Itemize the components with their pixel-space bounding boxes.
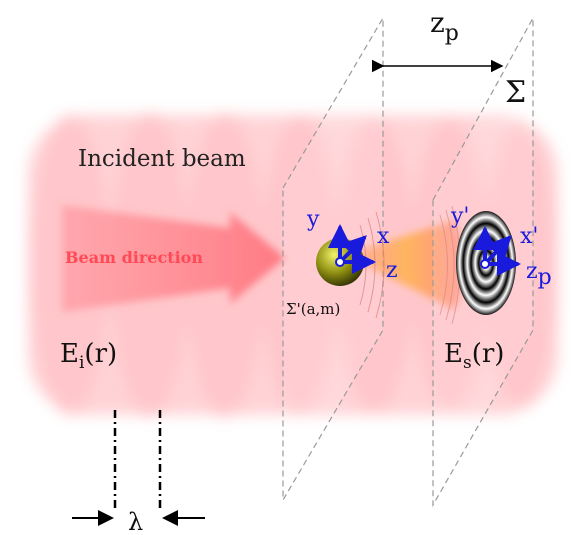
- distance-symbol: z: [430, 6, 445, 39]
- scattered-field-label: Es(r): [444, 339, 504, 373]
- scattered-field-symbol: E: [444, 339, 463, 369]
- distance-subscript: p: [445, 21, 459, 46]
- beam-direction-label: Beam direction: [65, 248, 203, 267]
- beam-direction-arrow: [62, 205, 285, 312]
- plane-axis-z-symbol: z: [526, 259, 538, 284]
- incident-field-label: Ei(r): [60, 339, 117, 373]
- plane-axis-z-subscript: p: [538, 265, 552, 290]
- wavelength-marker: [113, 410, 162, 510]
- particle-axis-z-label: z: [386, 258, 398, 283]
- particle-axis-y-label: y: [306, 207, 320, 232]
- particle-axis-x-label: x: [377, 224, 390, 249]
- scattered-field-cone: [345, 220, 470, 310]
- incident-field-symbol: E: [60, 339, 79, 369]
- plane-axis-z-label: zp: [526, 259, 552, 290]
- scattered-field-subscript: s: [463, 353, 472, 373]
- wavelength-label: λ: [128, 508, 143, 535]
- scattered-field-argument: (r): [472, 339, 505, 369]
- particle-axes: [328, 224, 376, 274]
- plane-axis-x-label: x': [520, 224, 538, 249]
- incident-field-subscript: i: [79, 353, 85, 373]
- particle-label: Σ'(a,m): [286, 300, 340, 318]
- plane-label: Σ: [505, 75, 526, 110]
- distance-label: zp: [430, 6, 459, 46]
- incident-beam-label: Incident beam: [78, 146, 246, 172]
- incident-field-argument: (r): [84, 339, 117, 369]
- plane-axis-y-label: y': [450, 204, 469, 229]
- plane-axes: [473, 226, 521, 276]
